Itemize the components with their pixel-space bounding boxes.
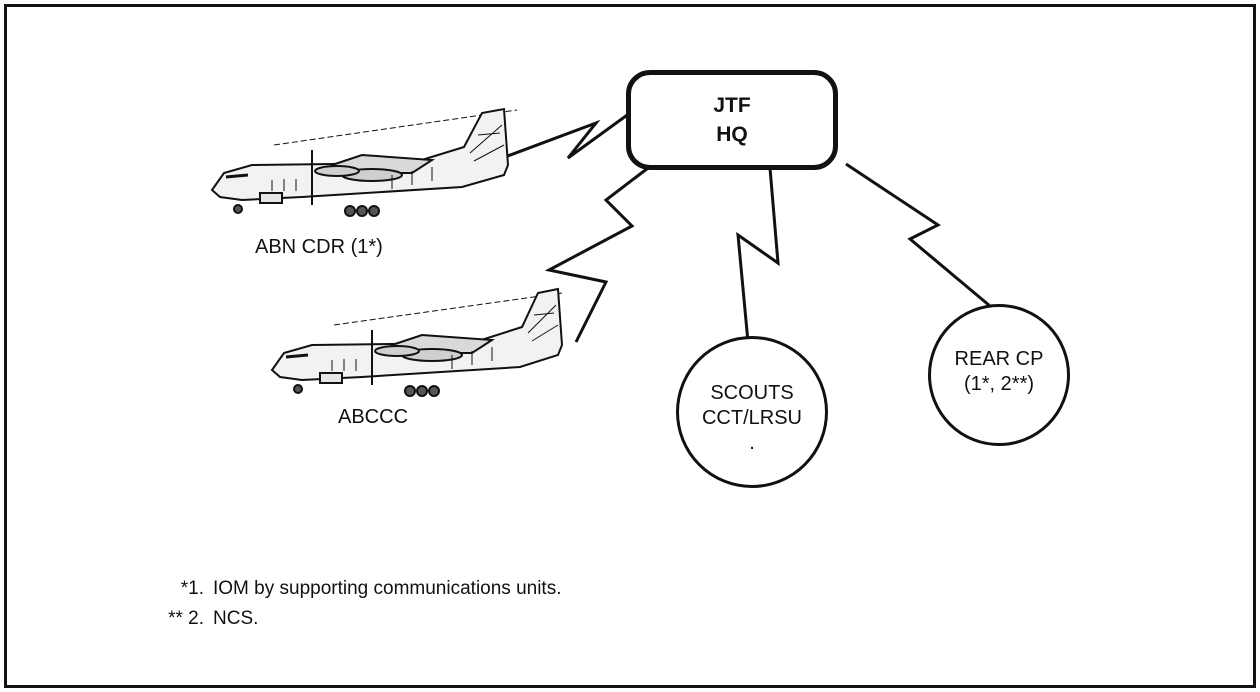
link-scouts	[736, 167, 780, 343]
scouts-node: SCOUTS CCT/LRSU .	[676, 336, 828, 488]
note-2: ** 2. NCS.	[150, 608, 258, 630]
scouts-line2: CCT/LRSU	[701, 407, 802, 429]
link-rear-cp	[845, 162, 991, 308]
jtf-hq-node: JTF HQ	[626, 70, 838, 170]
scouts-line1: SCOUTS	[710, 382, 794, 404]
hq-line2: HQ	[716, 123, 748, 146]
note-1-marker: *1.	[180, 578, 204, 599]
aircraft-abccc-icon	[270, 287, 564, 397]
note-1-text: IOM by supporting communications units.	[213, 578, 562, 599]
hq-line1: JTF	[713, 94, 751, 117]
abccc-label: ABCCC	[338, 406, 409, 428]
aircraft-abn-cdr-icon	[210, 107, 518, 217]
note-1: *1. IOM by supporting communications unit…	[150, 578, 562, 600]
rear-cp-line1: REAR CP	[954, 348, 1044, 370]
diagram-frame	[4, 4, 1256, 688]
rear-cp-node: REAR CP (1*, 2**)	[928, 304, 1070, 446]
link-abccc	[544, 163, 653, 343]
scouts-line3: .	[749, 432, 755, 454]
rear-cp-line2: (1*, 2**)	[963, 373, 1035, 395]
link-abn-cdr	[504, 111, 631, 160]
note-2-text: NCS.	[213, 608, 259, 629]
note-2-marker: ** 2.	[168, 608, 204, 629]
abn-cdr-label: ABN CDR (1*)	[255, 236, 383, 258]
